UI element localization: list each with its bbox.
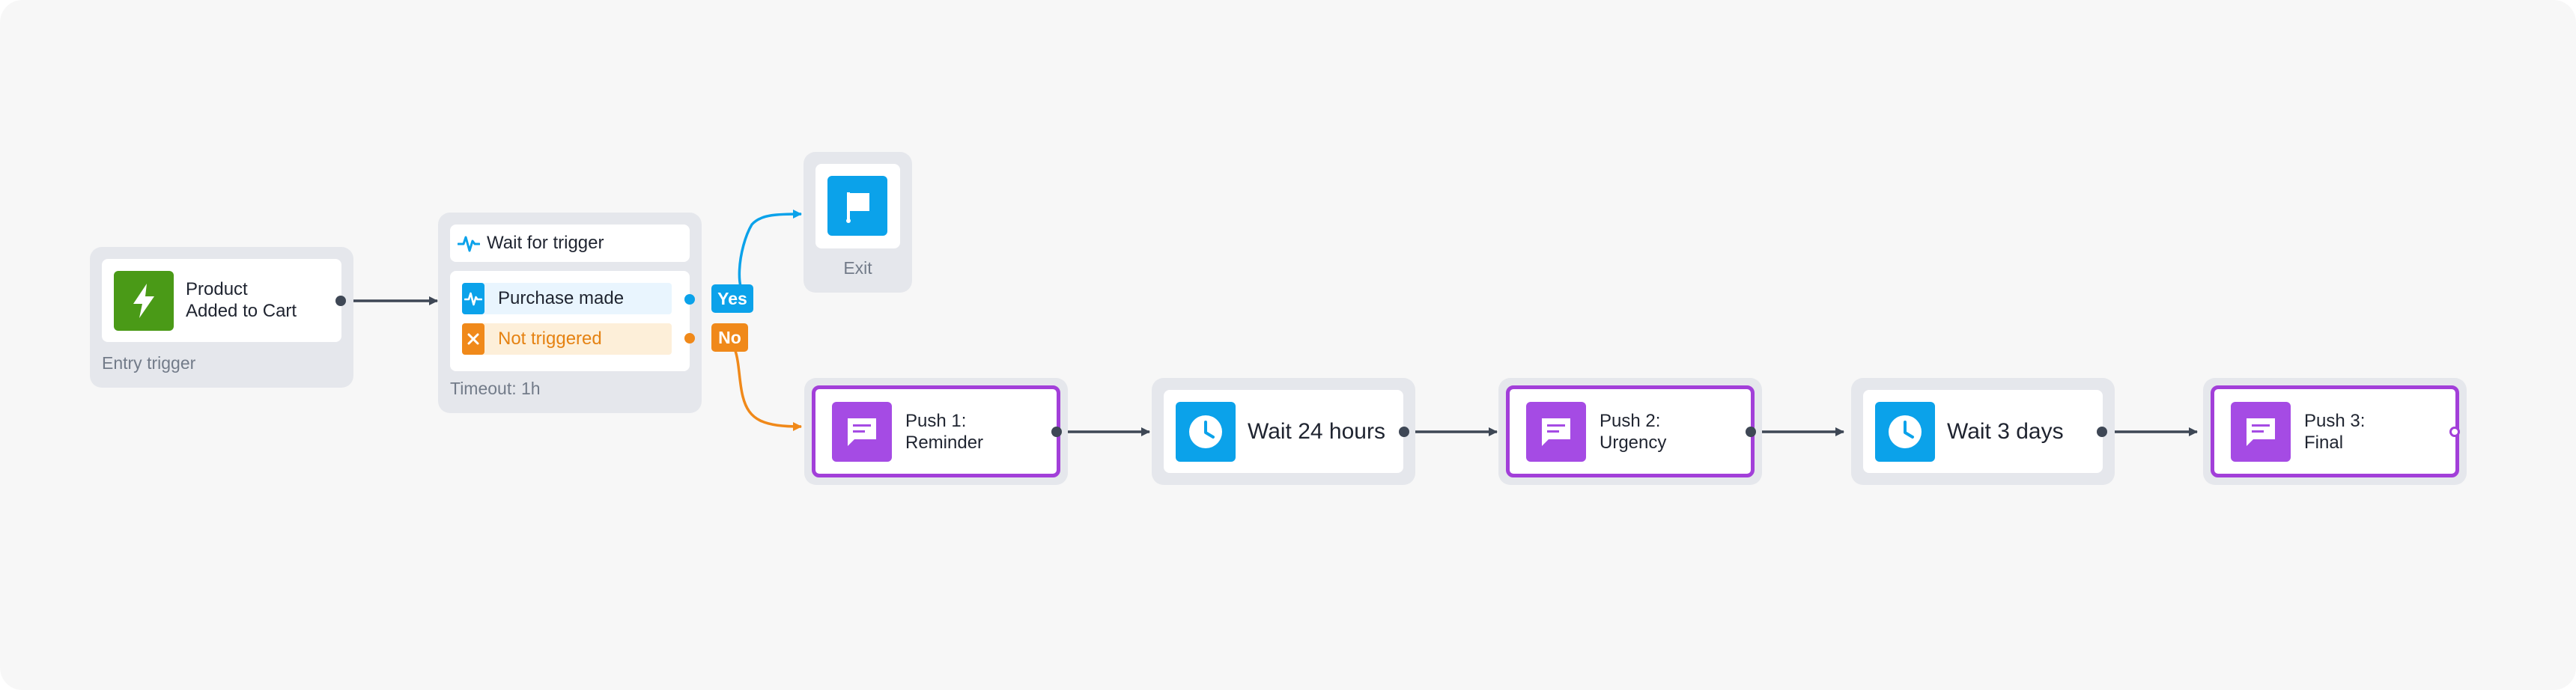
- wait-24-hours-output-port[interactable]: [1399, 427, 1409, 437]
- entry-trigger-caption: Entry trigger: [102, 353, 196, 373]
- pulse-icon: [462, 283, 484, 314]
- wait-24-hours-card[interactable]: Wait 24 hours: [1164, 390, 1403, 473]
- entry-output-port[interactable]: [335, 296, 346, 306]
- push-1-output-port[interactable]: [1051, 427, 1062, 437]
- push-2-title: Push 2: Urgency: [1600, 411, 1667, 453]
- option-purchase-made-label: Purchase made: [498, 288, 625, 308]
- no-badge: No: [711, 323, 748, 352]
- push-2-output-port[interactable]: [1746, 427, 1756, 437]
- yes-output-port[interactable]: [684, 294, 695, 305]
- push-2-card[interactable]: Push 2: Urgency: [1506, 385, 1755, 477]
- push-3-card[interactable]: Push 3: Final: [2211, 385, 2459, 477]
- exit-node[interactable]: Exit: [804, 152, 912, 293]
- message-icon: [832, 402, 892, 462]
- wait-header-title: Wait for trigger: [487, 233, 604, 253]
- pulse-icon: [457, 233, 481, 257]
- exit-card[interactable]: [815, 164, 900, 248]
- push-1-card[interactable]: Push 1: Reminder: [812, 385, 1060, 477]
- push-1-title: Push 1: Reminder: [905, 411, 984, 453]
- option-purchase-made[interactable]: Purchase made: [462, 283, 672, 314]
- push-2-node[interactable]: Push 2: Urgency: [1498, 378, 1762, 485]
- wait-3-days-output-port[interactable]: [2097, 427, 2107, 437]
- no-output-port[interactable]: [684, 333, 695, 344]
- wait-options-card[interactable]: Purchase made Not triggered: [450, 271, 690, 371]
- clock-icon: [1875, 402, 1935, 462]
- yes-badge: Yes: [711, 284, 753, 313]
- wait-3-days-node[interactable]: Wait 3 days: [1851, 378, 2115, 485]
- entry-trigger-title: Product Added to Cart: [186, 279, 297, 321]
- push-1-node[interactable]: Push 1: Reminder: [804, 378, 1068, 485]
- lightning-icon: [114, 271, 174, 331]
- entry-trigger-node[interactable]: Product Added to Cart Entry trigger: [90, 247, 353, 388]
- wait-for-trigger-node[interactable]: Wait for trigger Purchase made Not trigg…: [438, 213, 702, 413]
- wait-timeout-label: Timeout: 1h: [450, 379, 541, 398]
- wait-3-days-label: Wait 3 days: [1947, 419, 2064, 444]
- option-not-triggered-label: Not triggered: [498, 329, 602, 349]
- wait-24-hours-node[interactable]: Wait 24 hours: [1152, 378, 1415, 485]
- push-3-output-port[interactable]: [2449, 427, 2460, 437]
- message-icon: [2231, 402, 2291, 462]
- clock-icon: [1176, 402, 1236, 462]
- push-3-node[interactable]: Push 3: Final: [2203, 378, 2467, 485]
- flag-icon: [827, 176, 887, 236]
- close-icon: [462, 323, 484, 355]
- push-3-title: Push 3: Final: [2304, 411, 2366, 453]
- message-icon: [1526, 402, 1586, 462]
- wait-24-hours-label: Wait 24 hours: [1248, 419, 1385, 444]
- wait-header-card[interactable]: Wait for trigger: [450, 225, 690, 262]
- entry-trigger-card[interactable]: Product Added to Cart: [102, 259, 341, 342]
- exit-caption: Exit: [843, 258, 872, 278]
- option-not-triggered[interactable]: Not triggered: [462, 323, 672, 355]
- wait-3-days-card[interactable]: Wait 3 days: [1863, 390, 2103, 473]
